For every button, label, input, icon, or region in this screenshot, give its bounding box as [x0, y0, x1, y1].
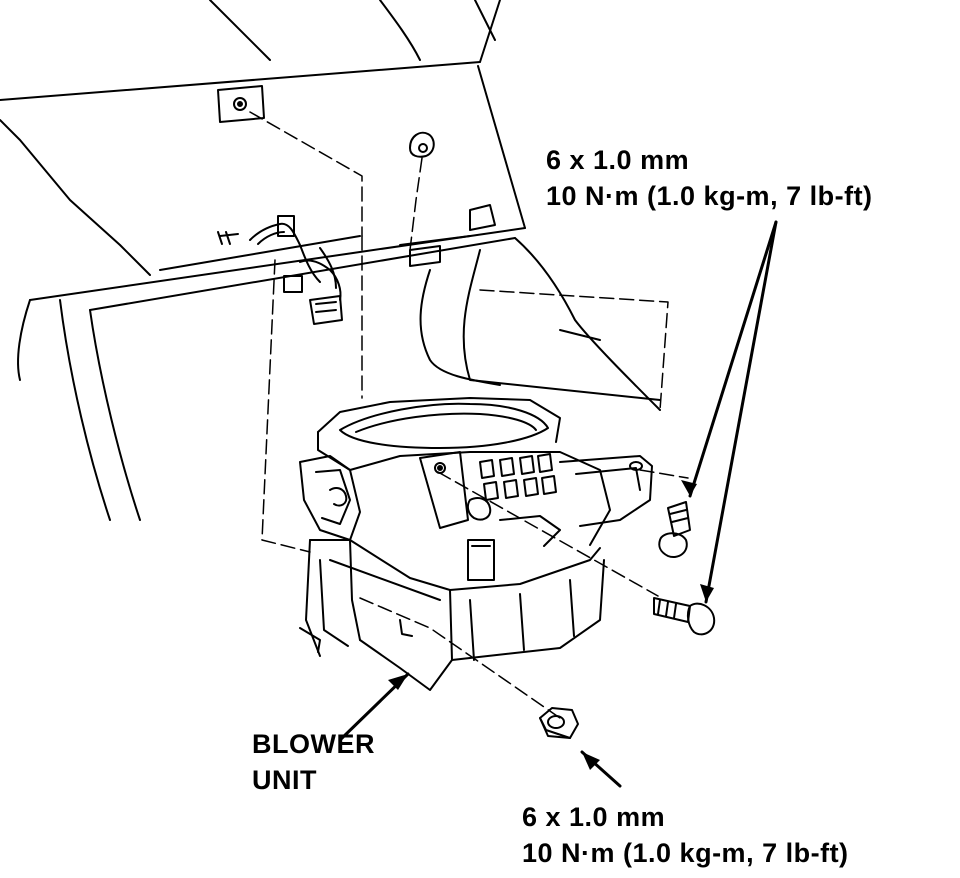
dashboard-panel: [0, 0, 661, 521]
torque-spec-bottom: 10 N·m (1.0 kg-m, 7 lb-ft): [522, 838, 849, 868]
blower-unit-housing: [299, 397, 653, 691]
lower-right-bolt: [653, 597, 716, 636]
arrowheads: [388, 480, 714, 770]
fastener-size-bottom: 6 x 1.0 mm: [522, 802, 666, 832]
fastener-spec-bottom: 6 x 1.0 mm 10 N·m (1.0 kg-m, 7 lb-ft): [522, 799, 849, 871]
bottom-nut: [539, 707, 579, 739]
upper-mount-point: [409, 131, 435, 158]
leader-arrows: [338, 220, 778, 788]
alignment-lines: [249, 111, 689, 719]
torque-spec-top: 10 N·m (1.0 kg-m, 7 lb-ft): [546, 181, 873, 211]
blower-unit-label-line1: BLOWER: [252, 729, 375, 759]
fastener-size-top: 6 x 1.0 mm: [546, 145, 690, 175]
upper-right-bolt: [658, 501, 691, 558]
blower-unit-label: BLOWER UNIT: [252, 726, 375, 798]
fastener-spec-top: 6 x 1.0 mm 10 N·m (1.0 kg-m, 7 lb-ft): [546, 142, 873, 214]
blower-unit-label-line2: UNIT: [252, 765, 317, 795]
wire-harness: [217, 215, 343, 325]
mounting-bracket: [217, 85, 265, 123]
